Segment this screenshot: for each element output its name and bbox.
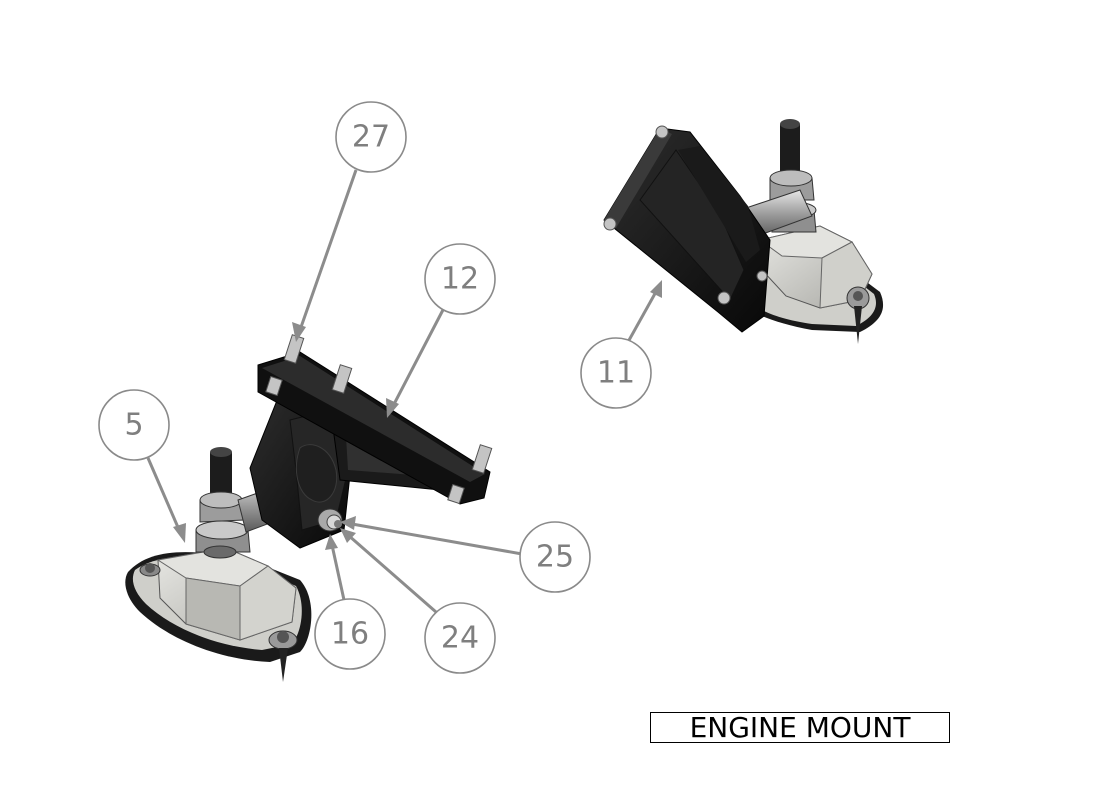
right-engine-mount-assembly	[603, 119, 884, 344]
balloon-11-label: 11	[597, 356, 635, 391]
right-engine-bracket	[603, 125, 771, 333]
left-isolator-mount	[125, 447, 312, 682]
left-bolt-and-washer	[317, 508, 343, 532]
left-engine-mount-assembly	[125, 334, 493, 682]
leader-27-arrowhead	[292, 322, 306, 342]
balloon-12-label: 12	[441, 262, 479, 297]
leader-lines	[146, 169, 662, 614]
balloon-24-label: 24	[441, 621, 479, 656]
balloon-27-label: 27	[352, 120, 390, 155]
leader-24-arrowhead	[340, 528, 356, 543]
drawing-title-box: ENGINE MOUNT	[650, 712, 950, 743]
leader-5-arrowhead	[173, 523, 186, 543]
balloon-24: 24	[424, 602, 496, 674]
balloon-25: 25	[519, 521, 591, 593]
leader-12	[390, 305, 447, 409]
leader-11	[626, 289, 659, 343]
balloon-16-label: 16	[331, 617, 369, 652]
balloon-12: 12	[424, 243, 496, 315]
leader-25	[351, 522, 523, 556]
balloon-5-label: 5	[124, 408, 143, 443]
right-isolator-mount	[740, 119, 884, 344]
drawing-title: ENGINE MOUNT	[689, 710, 911, 744]
balloon-11: 11	[580, 337, 652, 409]
leader-11-arrowhead	[650, 280, 662, 298]
balloon-5: 5	[98, 389, 170, 461]
balloon-25-label: 25	[536, 540, 574, 575]
leader-27	[298, 169, 358, 331]
leader-25-arrowhead	[340, 516, 356, 530]
leader-16	[330, 544, 346, 601]
left-engine-bracket	[249, 334, 493, 549]
leader-24	[347, 533, 437, 614]
leader-12-arrowhead	[386, 398, 399, 418]
leader-16-arrowhead	[325, 534, 338, 550]
balloon-16: 16	[314, 598, 386, 670]
balloon-27: 27	[335, 101, 407, 173]
leader-5	[146, 457, 182, 533]
